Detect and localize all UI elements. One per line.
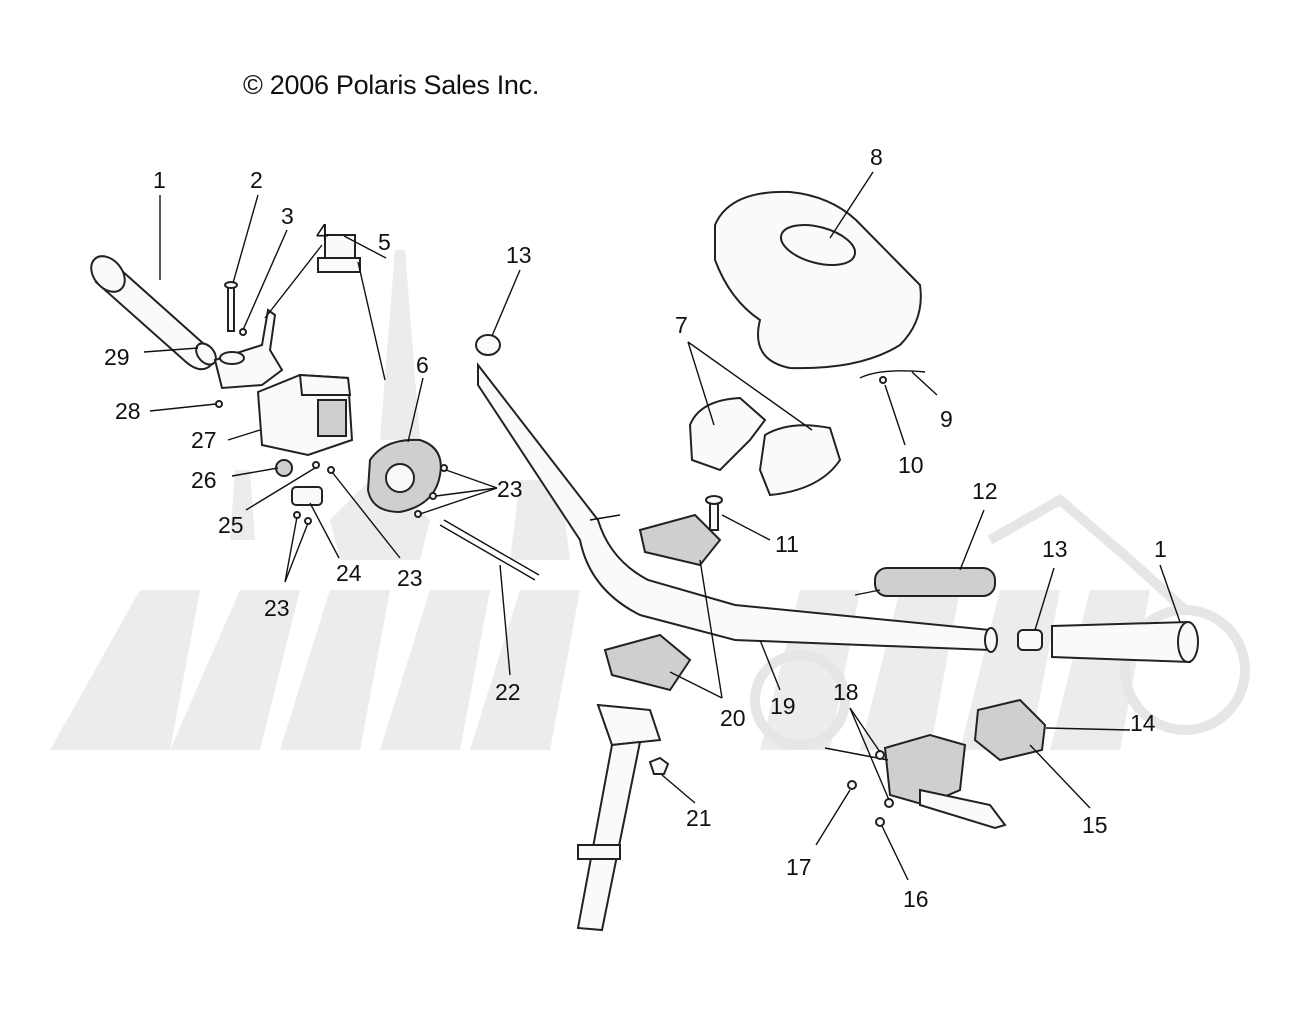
steering-post <box>576 703 662 932</box>
callout-19: 19 <box>770 693 796 719</box>
callout-20: 20 <box>720 705 746 731</box>
callout-24: 24 <box>336 560 362 586</box>
right-grip <box>1051 620 1199 664</box>
callout-1-left: 1 <box>153 167 166 193</box>
callout-15: 15 <box>1082 812 1108 838</box>
callout-8: 8 <box>870 144 883 170</box>
callout-5: 5 <box>378 229 391 255</box>
callout-1-right: 1 <box>1154 536 1167 562</box>
callout-23-center: 23 <box>497 476 523 502</box>
callout-22: 22 <box>495 679 521 705</box>
throttle-bracket <box>213 308 284 390</box>
brake-master-cylinder <box>824 733 1007 830</box>
wire-9 <box>859 370 926 384</box>
throttle-housing <box>256 373 354 457</box>
handlebar-hood <box>714 190 922 370</box>
hood-cover-right <box>758 424 842 497</box>
callout-25: 25 <box>218 512 244 538</box>
callout-13-right: 13 <box>1042 536 1068 562</box>
copyright-notice: © 2006 Polaris Sales Inc. <box>243 70 540 100</box>
callout-labels: 1 2 3 4 5 6 7 8 9 10 11 12 13 13 1 14 15… <box>104 144 1167 912</box>
callout-3: 3 <box>281 203 294 229</box>
callout-17: 17 <box>786 854 812 880</box>
callout-23-bottom: 23 <box>397 565 423 591</box>
reservoir-cover <box>973 698 1047 762</box>
callout-29: 29 <box>104 344 130 370</box>
callout-11: 11 <box>775 531 799 557</box>
callout-18: 18 <box>833 679 859 705</box>
lower-clamp <box>603 633 692 692</box>
handlebar <box>475 334 998 653</box>
master-cylinder-screws <box>847 750 894 827</box>
switch-5 <box>317 234 386 381</box>
switch-housing-6 <box>366 438 442 514</box>
plate-24 <box>291 486 323 506</box>
grip-heater-12 <box>854 567 996 597</box>
callout-27: 27 <box>191 427 217 453</box>
screw-2 <box>224 281 238 332</box>
leader-lines <box>143 171 1181 881</box>
cap-26 <box>275 459 293 477</box>
bolt-11 <box>705 495 723 531</box>
hood-cover-left <box>688 396 767 472</box>
cable-22 <box>439 519 540 581</box>
nut-21 <box>648 756 670 775</box>
left-grip <box>90 255 217 371</box>
callout-9: 9 <box>940 406 953 432</box>
callout-7: 7 <box>675 312 688 338</box>
callout-6: 6 <box>416 352 429 378</box>
callout-10: 10 <box>898 452 924 478</box>
callout-16: 16 <box>903 886 929 912</box>
callout-4: 4 <box>316 219 329 245</box>
callout-2: 2 <box>250 167 263 193</box>
callout-12: 12 <box>972 478 998 504</box>
callout-13-left: 13 <box>506 242 532 268</box>
callout-14: 14 <box>1130 710 1156 736</box>
callout-26: 26 <box>191 467 217 493</box>
upper-clamp <box>638 513 722 567</box>
callout-28: 28 <box>115 398 141 424</box>
callout-23-left: 23 <box>264 595 290 621</box>
bar-end-plug-right <box>1017 629 1043 651</box>
callout-21: 21 <box>686 805 712 831</box>
